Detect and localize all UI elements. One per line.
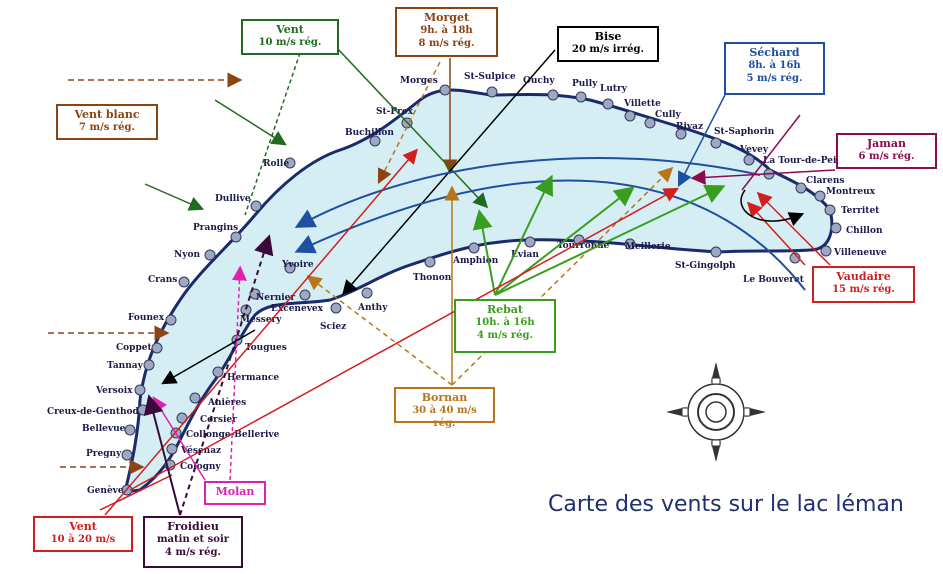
label-sechard: Séchard 8h. à 16h 5 m/s rég.	[724, 42, 825, 95]
label-froidieu: Froidieu matin et soir 4 m/s rég.	[143, 516, 243, 568]
town-pregny: Pregny	[86, 449, 122, 459]
town-sciez: Sciez	[320, 322, 346, 332]
town-territet: Territet	[841, 206, 880, 216]
label-vent: Vent 10 m/s rég.	[241, 19, 339, 55]
town-labels: Morges St-Sulpice Ouchy Pully Lutry Vill…	[47, 72, 887, 496]
town-rolle: Rolle	[263, 159, 289, 169]
town-hermance: Hermance	[227, 373, 279, 383]
town-le-bouveret: Le Bouveret	[743, 275, 805, 285]
town-messery: Messery	[240, 315, 282, 325]
town-amphion: Amphion	[452, 256, 499, 266]
label-rebat: Rebat 10h. à 16h 4 m/s rég.	[454, 299, 556, 353]
town-ouchy: Ouchy	[523, 76, 555, 86]
label-vaudaire: Vaudaire 15 m/s rég.	[812, 266, 915, 303]
town-versoix: Versoix	[95, 386, 133, 396]
town-clarens: Clarens	[806, 176, 845, 186]
town-geneve: Genève	[87, 485, 124, 496]
town-chillon: Chillon	[846, 226, 883, 236]
town-buchillon: Buchillon	[345, 128, 394, 138]
label-bornan: Bornan 30 à 40 m/s rég.	[394, 387, 495, 429]
label-vent-sw: Vent 10 à 20 m/s	[33, 516, 133, 552]
town-meillerie: Meillerie	[625, 242, 671, 252]
map-title: Carte des vents sur le lac léman	[548, 492, 904, 517]
town-corsier: Corsier	[200, 415, 237, 425]
compass-rose-icon	[666, 362, 766, 462]
wind-arrows	[48, 29, 836, 516]
label-vent-blanc: Vent blanc 7 m/s rég.	[56, 104, 158, 140]
town-villeneuve: Villeneuve	[833, 248, 887, 258]
town-morges: Morges	[400, 76, 438, 86]
town-cully: Cully	[655, 110, 682, 120]
town-dullive: Dullive	[215, 194, 251, 204]
town-tourronde: Tourronde	[557, 241, 610, 251]
town-la-tour-de-peilz: La Tour-de-Peilz	[763, 156, 845, 166]
town-st-sulpice: St-Sulpice	[464, 72, 516, 82]
label-morget: Morget 9h. à 18h 8 m/s rég.	[395, 7, 498, 57]
town-anieres: Anières	[207, 397, 246, 408]
label-molan: Molan	[204, 481, 266, 505]
town-creux-de-genthod: Creux-de-Genthod	[47, 407, 140, 417]
town-coppet: Coppet	[116, 343, 152, 353]
town-evian: Evian	[511, 250, 539, 260]
town-excenevex: Excenevex	[271, 304, 324, 314]
town-pully: Pully	[572, 79, 598, 89]
town-prangins: Prangins	[193, 223, 238, 233]
town-founex: Founex	[128, 313, 165, 323]
town-bellevue: Bellevue	[82, 424, 126, 434]
town-lutry: Lutry	[600, 84, 628, 94]
town-rivaz: Rivaz	[676, 122, 703, 132]
town-st-saphorin: St-Saphorin	[714, 127, 775, 137]
town-cologny: Cologny	[180, 462, 221, 472]
label-jaman: Jaman 6 m/s rég.	[836, 133, 937, 169]
town-st-prex: St-Prex	[376, 107, 414, 117]
town-crans: Crans	[148, 275, 177, 285]
town-tannay: Tannay	[107, 361, 144, 371]
town-nernier: Nernier	[256, 293, 295, 303]
town-st-gingolph: St-Gingolph	[675, 261, 736, 271]
town-villette: Villette	[623, 99, 661, 109]
town-nyon: Nyon	[174, 250, 200, 260]
town-montreux: Montreux	[826, 187, 876, 197]
label-bise: Bise 20 m/s irrég.	[557, 26, 659, 62]
town-thonon: Thonon	[413, 273, 452, 283]
town-vevey: Vevey	[739, 145, 769, 155]
town-anthy: Anthy	[357, 303, 388, 313]
town-tougues: Tougues	[245, 343, 287, 353]
town-yvoire: Yvoire	[281, 260, 314, 270]
